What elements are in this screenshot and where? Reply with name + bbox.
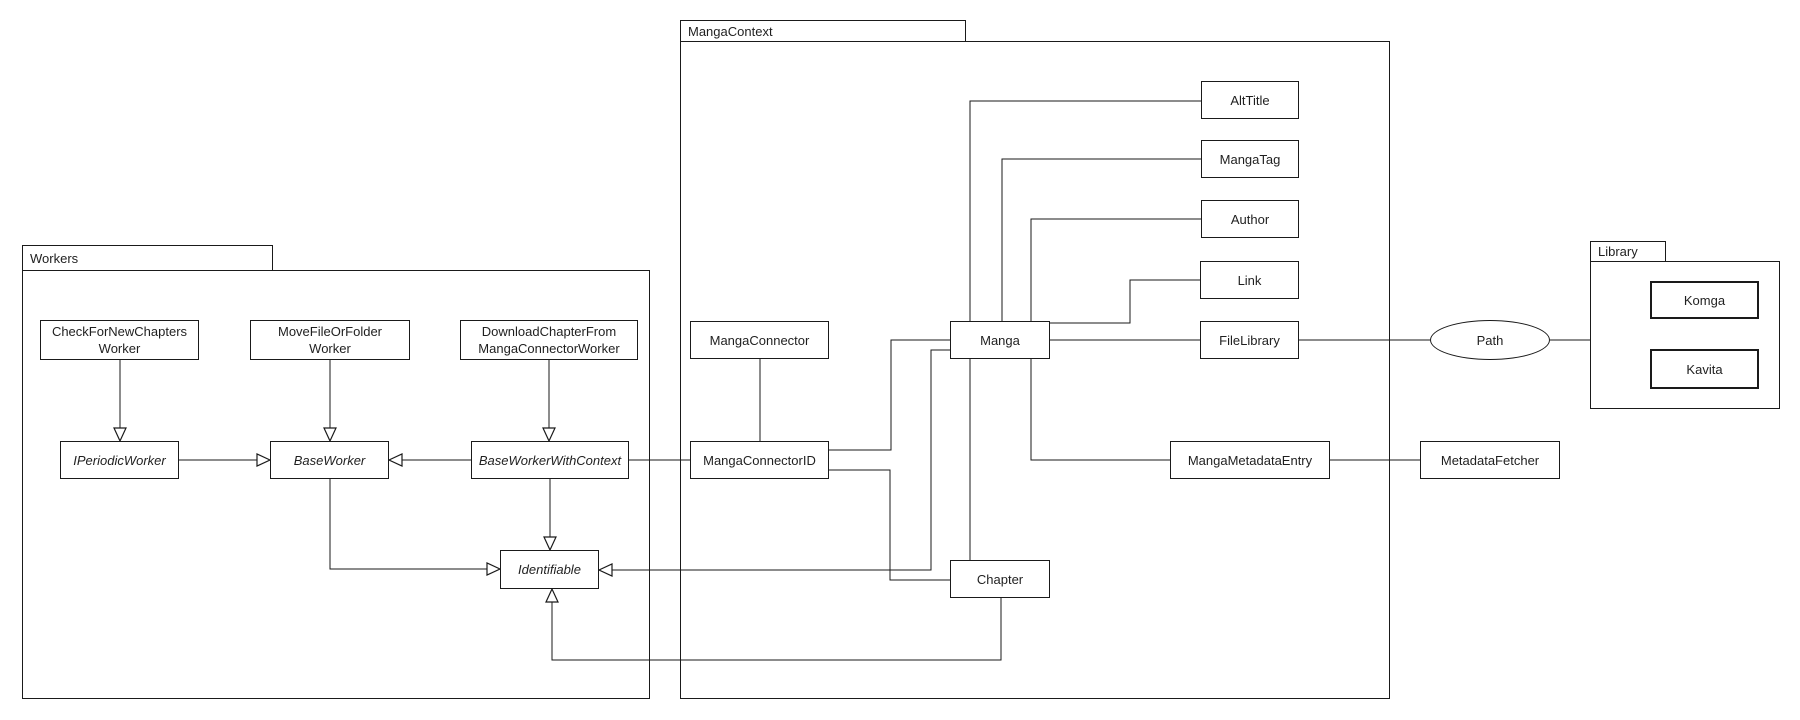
interface-baseworkerwithcontext: BaseWorkerWithContext bbox=[471, 441, 629, 479]
interface-baseworker: BaseWorker bbox=[270, 441, 389, 479]
interface-identifiable: Identifiable bbox=[500, 550, 599, 589]
class-label: Kavita bbox=[1686, 361, 1723, 377]
class-label: IPeriodicWorker bbox=[73, 452, 166, 468]
inheritance-arrowhead bbox=[387, 453, 403, 467]
class-mangaconnectorid: MangaConnectorID bbox=[690, 441, 829, 479]
edge-manga-alttitle bbox=[969, 100, 1201, 321]
class-label: Worker bbox=[98, 341, 141, 356]
inheritance-arrowhead bbox=[323, 427, 337, 443]
component-komga: Komga bbox=[1650, 281, 1759, 319]
edge-mangaconnectorid-chapter bbox=[829, 469, 950, 581]
class-mangatag: MangaTag bbox=[1201, 140, 1299, 178]
class-label: Link bbox=[1237, 272, 1262, 288]
class-label: Author bbox=[1230, 211, 1270, 227]
class-chapter: Chapter bbox=[950, 560, 1050, 598]
edge-chapter-identifiable bbox=[551, 598, 1002, 661]
class-label: AltTitle bbox=[1230, 92, 1270, 108]
package-workers-tab: Workers bbox=[22, 245, 273, 270]
interface-iperiodicworker: IPeriodicWorker bbox=[60, 441, 179, 479]
inheritance-arrowhead bbox=[256, 453, 272, 467]
class-label: MangaConnectorID bbox=[703, 452, 816, 468]
class-label: MangaConnector bbox=[709, 332, 810, 348]
inheritance-arrowhead bbox=[113, 427, 127, 443]
inheritance-arrowhead bbox=[597, 563, 613, 577]
package-library-tab: Library bbox=[1590, 241, 1666, 261]
class-label: MetadataFetcher bbox=[1440, 452, 1540, 468]
class-label: Komga bbox=[1683, 292, 1726, 308]
class-alttitle: AltTitle bbox=[1201, 81, 1299, 119]
class-author: Author bbox=[1201, 200, 1299, 238]
class-label: Manga bbox=[980, 332, 1020, 348]
edge-baseworker-identifiable bbox=[329, 479, 487, 570]
class-label: DownloadChapterFrom bbox=[481, 324, 617, 339]
class-movefileorfolderworker: MoveFileOrFolder Worker bbox=[250, 320, 410, 360]
component-kavita: Kavita bbox=[1650, 349, 1759, 389]
package-workers-label: Workers bbox=[30, 250, 79, 266]
class-label: MangaTag bbox=[1219, 151, 1281, 167]
class-label: FileLibrary bbox=[1219, 332, 1280, 348]
class-label: Chapter bbox=[976, 571, 1024, 587]
class-label: Worker bbox=[309, 341, 351, 356]
class-label: MoveFileOrFolder bbox=[277, 324, 383, 339]
edge-manga-mangatag bbox=[1001, 158, 1201, 321]
edge-manga-mangaconnectorid bbox=[829, 339, 950, 451]
class-label: MangaMetadataEntry bbox=[1187, 452, 1313, 468]
class-label: Identifiable bbox=[518, 562, 581, 577]
class-checkfornewchaptersworker: CheckForNewChapters Worker bbox=[40, 320, 199, 360]
class-label: CheckForNewChapters bbox=[51, 324, 188, 339]
class-link: Link bbox=[1200, 261, 1299, 299]
inheritance-arrowhead bbox=[486, 562, 502, 576]
package-mangacontext-tab: MangaContext bbox=[680, 20, 966, 41]
class-downloadchapterfrommangaconnectorworker: DownloadChapterFrom MangaConnectorWorker bbox=[460, 320, 638, 360]
class-manga: Manga bbox=[950, 321, 1050, 359]
class-label: BaseWorker bbox=[293, 452, 366, 468]
class-filelibrary: FileLibrary bbox=[1200, 321, 1299, 359]
edge-manga-link bbox=[1050, 279, 1200, 324]
package-library-label: Library bbox=[1598, 244, 1638, 259]
class-mangametadataentry: MangaMetadataEntry bbox=[1170, 441, 1330, 479]
class-label: MangaConnectorWorker bbox=[478, 341, 620, 356]
edge-manga-author bbox=[1030, 218, 1201, 321]
package-mangacontext-label: MangaContext bbox=[688, 23, 773, 39]
inheritance-arrowhead bbox=[543, 536, 557, 552]
class-mangaconnector: MangaConnector bbox=[690, 321, 829, 359]
edge-manga-mangametadataentry bbox=[1030, 359, 1170, 461]
inheritance-arrowhead bbox=[545, 587, 559, 603]
class-metadatafetcher: MetadataFetcher bbox=[1420, 441, 1560, 479]
edge-manga-identifiable bbox=[612, 349, 950, 571]
usecase-path: Path bbox=[1430, 320, 1550, 360]
class-label: BaseWorkerWithContext bbox=[478, 452, 622, 468]
class-label: Path bbox=[1476, 332, 1504, 348]
inheritance-arrowhead bbox=[542, 427, 556, 443]
